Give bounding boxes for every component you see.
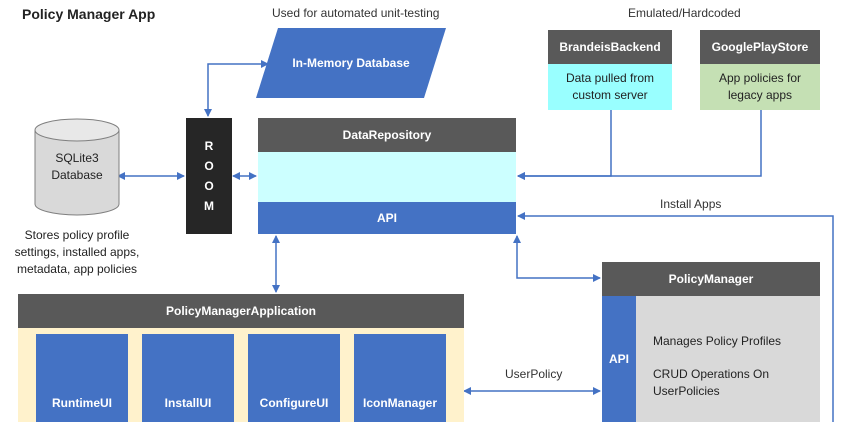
policy-manager-item2-line2: UserPolicies xyxy=(653,384,720,398)
in-memory-database-label: In-Memory Database xyxy=(292,55,410,70)
google-play-store-header: GooglePlayStore xyxy=(700,30,820,64)
room-letter: M xyxy=(204,199,214,213)
room-letter: O xyxy=(204,179,214,193)
data-repository-body xyxy=(258,152,516,202)
data-repository-api: API xyxy=(258,202,516,234)
arrow-brandeis-datarepo xyxy=(517,110,612,180)
google-play-store-body: App policies for legacy apps xyxy=(700,64,820,110)
policy-manager-api: API xyxy=(602,296,636,422)
diagram-title: Policy Manager App xyxy=(22,6,156,22)
sqlite-label-line1: SQLite3 xyxy=(55,151,99,165)
sqlite-description: Stores policy profile settings, installe… xyxy=(6,227,148,278)
in-memory-database-shape xyxy=(256,28,446,98)
brandeis-backend-header: BrandeisBackend xyxy=(548,30,672,64)
component-configure-ui: ConfigureUI xyxy=(248,334,340,422)
caption-emulated: Emulated/Hardcoded xyxy=(628,6,741,20)
sqlite-desc-line1: Stores policy profile xyxy=(24,228,130,242)
sqlite-desc-line3: metadata, app policies xyxy=(16,262,138,276)
room-letter: O xyxy=(204,159,214,173)
policy-manager-body xyxy=(602,296,820,422)
policy-manager-header: PolicyManager xyxy=(602,262,820,296)
brandeis-backend-line1: Data pulled from xyxy=(565,71,655,85)
brandeis-backend-line2: custom server xyxy=(572,88,648,102)
sqlite-database-icon xyxy=(34,118,120,216)
component-icon-manager: IconManager xyxy=(354,334,446,422)
caption-user-policy: UserPolicy xyxy=(505,367,563,381)
component-runtime-ui: RuntimeUI xyxy=(36,334,128,422)
component-install-ui: InstallUI xyxy=(142,334,234,422)
google-play-line2: legacy apps xyxy=(727,88,793,102)
brandeis-backend-body: Data pulled from custom server xyxy=(548,64,672,110)
room-letter: R xyxy=(204,139,214,153)
arrow-googleplay-datarepo xyxy=(517,110,762,180)
pm-application-header: PolicyManagerApplication xyxy=(18,294,464,328)
arrow-datarepo-pm xyxy=(513,235,601,282)
google-play-line1: App policies for xyxy=(718,71,802,85)
policy-manager-item1: Manages Policy Profiles xyxy=(653,334,782,348)
sqlite-label: SQLite3 Database xyxy=(34,150,120,184)
policy-manager-item2: CRUD Operations On UserPolicies xyxy=(653,366,769,400)
caption-install-apps: Install Apps xyxy=(660,197,722,211)
data-repository-header: DataRepository xyxy=(258,118,516,152)
sqlite-desc-line2: settings, installed apps, xyxy=(14,245,140,259)
room-box: R O O M xyxy=(186,118,232,234)
sqlite-label-line2: Database xyxy=(51,168,103,182)
arrow-room-inmemory xyxy=(204,60,269,117)
policy-manager-item2-line1: CRUD Operations On xyxy=(653,367,770,381)
caption-automated-testing: Used for automated unit-testing xyxy=(272,6,440,20)
arrow-install-apps xyxy=(517,212,834,422)
